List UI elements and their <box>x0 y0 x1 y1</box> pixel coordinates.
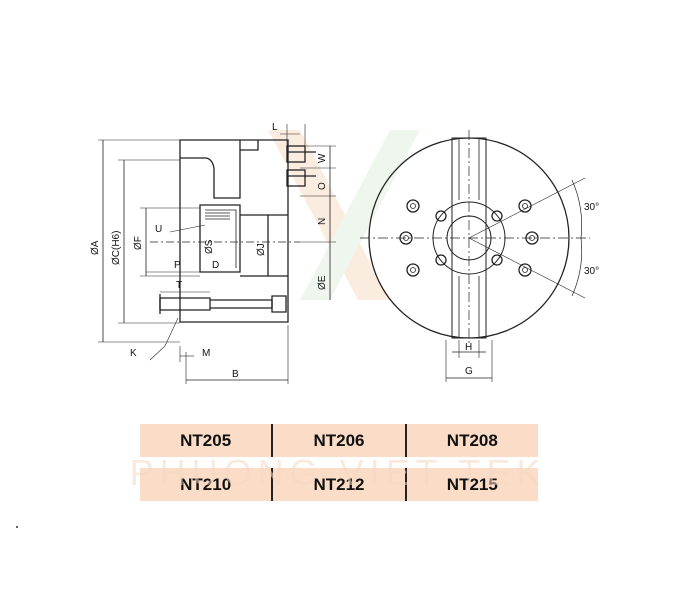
label-P: P <box>174 260 181 271</box>
model-cell: NT210 <box>140 468 272 501</box>
label-U: U <box>155 224 162 235</box>
label-A: ØA <box>90 240 101 255</box>
label-O: O <box>317 182 328 190</box>
side-view-labels: L W O N ØE ØA ØC(H6) ØF U ØS ØJ P D T K … <box>90 122 328 380</box>
label-B: B <box>232 369 239 380</box>
stray-dot <box>16 526 18 528</box>
label-C: ØC(H6) <box>111 231 122 265</box>
label-L: L <box>272 122 278 133</box>
technical-drawing: L W O N ØE ØA ØC(H6) ØF U ØS ØJ P D T K … <box>90 122 599 384</box>
label-M: M <box>202 348 210 359</box>
front-view-labels: 30° 30° H G <box>465 202 599 377</box>
label-H: H <box>465 342 472 353</box>
watermark-x-logo <box>268 130 420 300</box>
model-table: NT205 NT206 NT208 NT210 NT212 NT215 <box>140 424 538 512</box>
label-D: D <box>212 260 219 271</box>
label-F: ØF <box>133 236 144 250</box>
model-cell: NT208 <box>404 424 538 457</box>
model-cell: NT212 <box>271 468 405 501</box>
model-row-1: NT205 NT206 NT208 <box>140 424 538 457</box>
label-K: K <box>130 348 137 359</box>
model-row-2: NT210 NT212 NT215 <box>140 468 538 501</box>
angle-label-top: 30° <box>584 202 599 213</box>
label-E: ØE <box>317 275 328 290</box>
label-W: W <box>317 153 328 163</box>
model-cell: NT215 <box>404 468 538 501</box>
model-cell: NT206 <box>271 424 405 457</box>
label-N: N <box>317 218 328 225</box>
label-T: T <box>176 280 182 291</box>
label-S: ØS <box>204 239 215 254</box>
front-view <box>360 130 590 382</box>
side-view <box>98 124 336 384</box>
model-cell: NT205 <box>140 424 272 457</box>
label-G: G <box>465 366 473 377</box>
angle-label-bottom: 30° <box>584 266 599 277</box>
label-J: ØJ <box>256 243 267 256</box>
